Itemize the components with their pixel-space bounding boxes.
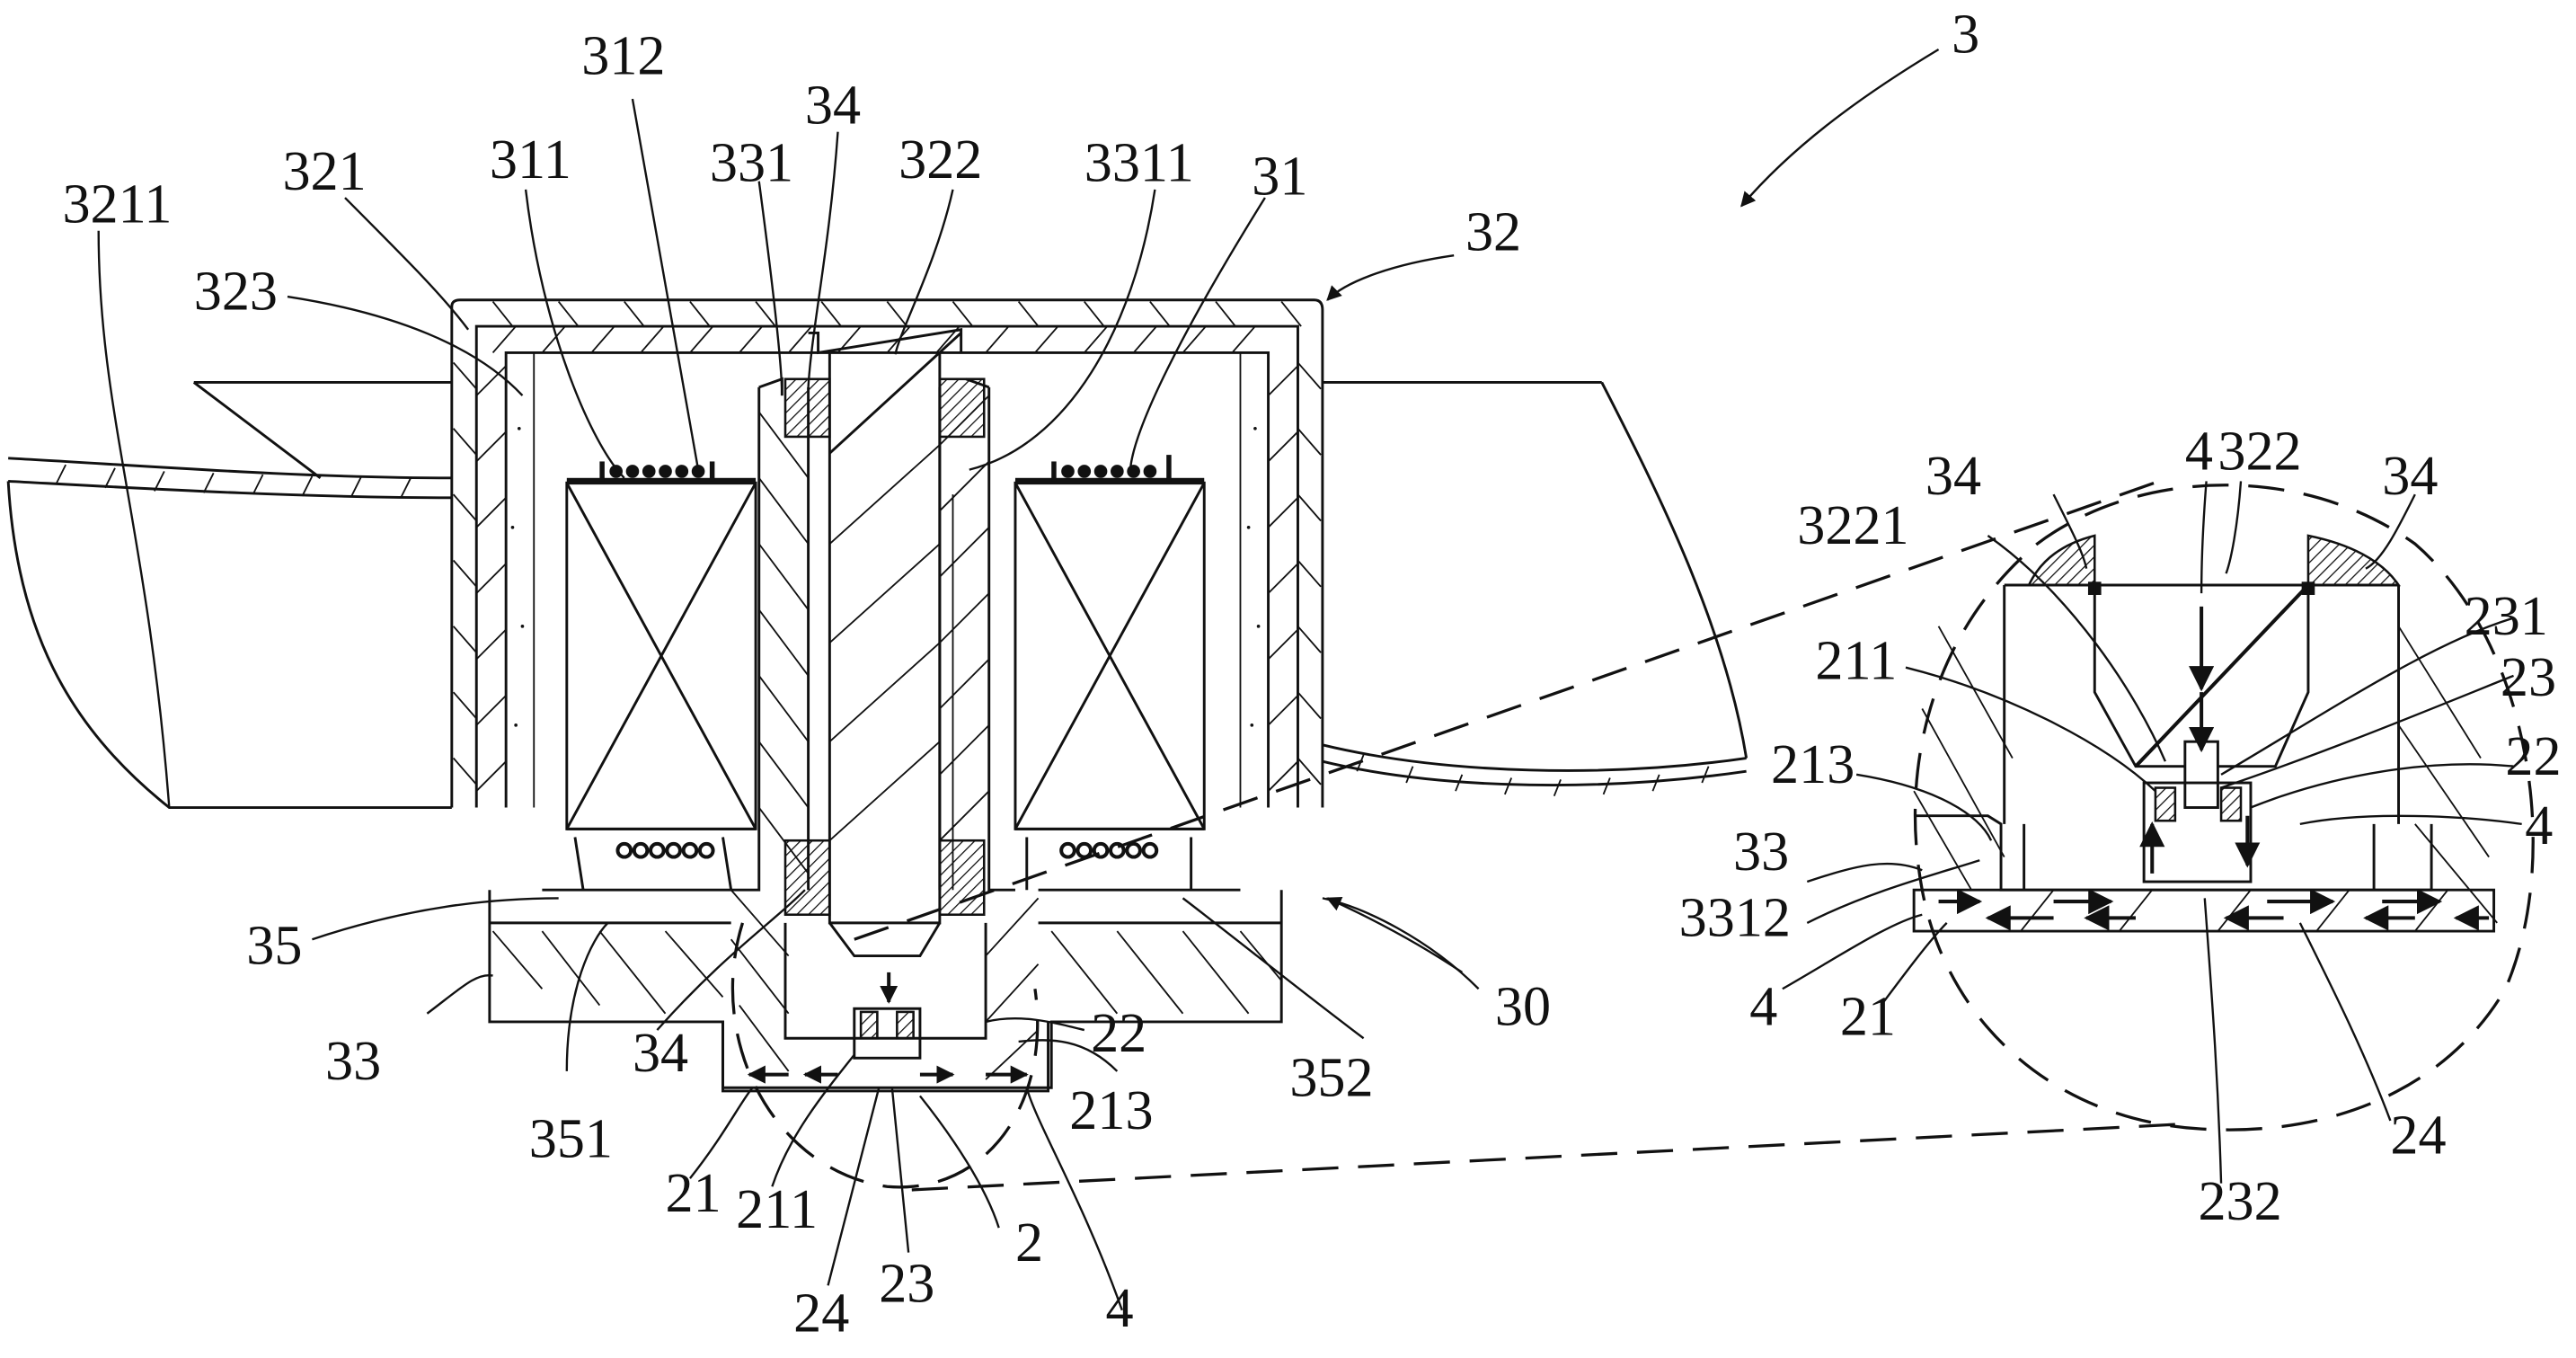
label-34-low: 34 [633,1023,688,1084]
leader-lines-detail [1782,481,2522,1184]
arrow-32 [1326,254,1455,301]
detail-label-3312: 3312 [1679,887,1791,948]
label-331: 331 [710,133,793,194]
stator-tube-331 [730,377,1015,892]
arrow-3 [1740,48,1940,208]
leader-lines-main [97,98,1480,1311]
base-33 [488,888,1283,1089]
detail-label-322: 322 [2217,422,2301,483]
label-31: 31 [1252,146,1307,207]
outer-housing-32 [450,298,1324,808]
detail-label-231: 231 [2465,586,2548,647]
detail-enlarged-view: 4 322 34 34 3221 231 211 23 213 22 4 33 … [1679,422,2562,1232]
detail-seal-34-left [2027,534,2096,587]
label-35: 35 [246,916,302,977]
plunger-322 [808,328,963,925]
label-2: 2 [1015,1212,1043,1274]
label-30: 30 [1495,977,1551,1038]
label-33: 33 [325,1031,381,1092]
detail-label-4-left: 4 [1749,977,1777,1038]
detail-label-33: 33 [1733,821,1789,883]
detail-label-34-right: 34 [2382,446,2438,507]
arrow-30 [1325,897,1463,973]
labels-main: 3 3211 321 323 311 312 331 34 322 3311 3… [62,4,1979,1345]
detail-circle-large [1913,484,2535,1132]
coil-311-left [565,461,757,891]
label-352: 352 [1289,1047,1373,1108]
label-3311: 3311 [1084,133,1194,194]
label-32: 32 [1465,202,1521,263]
valve-cap-2 [721,922,1050,1093]
detail-label-3221: 3221 [1797,495,1908,556]
label-3: 3 [1952,4,1979,66]
label-322: 322 [899,129,982,191]
labels-detail: 4 322 34 34 3221 231 211 23 213 22 4 33 … [1679,422,2562,1232]
seal-34-top-right [938,377,986,439]
main-section-view: 3 3211 321 323 311 312 331 34 322 3311 3… [6,4,2185,1345]
detail-label-232: 232 [2198,1171,2281,1232]
label-211: 211 [736,1179,818,1240]
label-312: 312 [581,25,665,86]
detail-circle-small [730,922,1040,1189]
right-duct [1322,380,1748,797]
seal-34-lower-right [938,839,986,917]
label-34-top: 34 [805,75,861,136]
label-351: 351 [529,1108,613,1169]
detail-label-23: 23 [2501,647,2556,708]
label-323: 323 [194,262,278,323]
label-21: 21 [666,1163,721,1224]
detail-seal-34-right [2306,534,2401,587]
label-213: 213 [1069,1080,1153,1141]
detail-label-4-right: 4 [2525,795,2553,857]
label-311: 311 [490,129,571,191]
detail-projection-top [854,476,2170,941]
label-22: 22 [1091,1003,1146,1064]
detail-projection-bottom [911,1122,2185,1192]
seal-34-top-left [783,377,831,439]
label-4: 4 [1106,1278,1134,1339]
detail-label-24: 24 [2390,1105,2446,1167]
label-23: 23 [879,1254,934,1315]
left-duct [6,380,452,809]
coil-311-right [1014,455,1206,891]
detail-label-211: 211 [1815,630,1897,691]
detail-label-21: 21 [1840,987,1896,1048]
label-321: 321 [282,141,366,202]
detail-label-22: 22 [2505,726,2561,787]
label-3211: 3211 [62,173,172,235]
detail-label-213: 213 [1771,734,1855,795]
detail-label-34-left: 34 [1925,446,1981,507]
label-24: 24 [793,1283,849,1345]
detail-label-4-top: 4 [2185,422,2213,483]
